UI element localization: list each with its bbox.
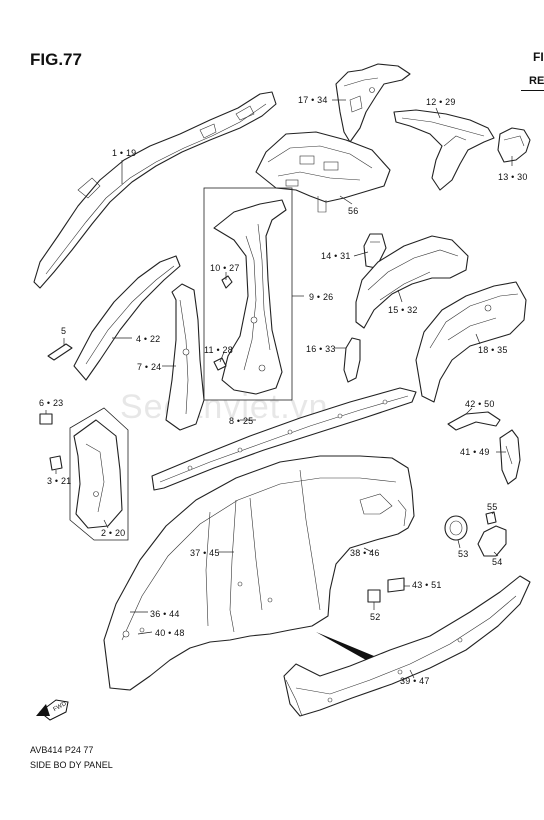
- pad-part-52: [367, 589, 381, 603]
- fuel-filler-lid-part-54: [477, 525, 507, 557]
- watermark: Sedanviet.vn: [120, 388, 329, 426]
- callout-9-26: 9 • 26: [309, 292, 334, 302]
- callout-41-49: 41 • 49: [460, 447, 490, 457]
- callout-56: 56: [348, 206, 359, 216]
- wheelhouse-bracket-part-14: [363, 233, 387, 269]
- callout-13-30: 13 • 30: [498, 172, 528, 182]
- callout-11-28: 11 • 28: [204, 345, 233, 355]
- clip-part-10: [221, 275, 233, 289]
- rear-upper-bracket-part: [335, 63, 411, 143]
- clip-part-5: [47, 343, 73, 361]
- callout-10-27: 10 • 27: [210, 263, 240, 273]
- figure-label-cut: FI: [533, 50, 544, 64]
- callout-40-48: 40 • 48: [155, 628, 185, 638]
- callout-4-22: 4 • 22: [136, 334, 161, 344]
- callout-36-44: 36 • 44: [150, 609, 180, 619]
- footer-title: SIDE BO DY PANEL: [30, 760, 113, 770]
- rear-wheelhouse-upper-part: [393, 109, 495, 191]
- callout-3-21: 3 • 21: [47, 476, 72, 486]
- body-side-outer-panel: [103, 455, 415, 691]
- callout-6-23: 6 • 23: [39, 398, 64, 408]
- rear-wheelhouse-inner-part: [355, 235, 469, 329]
- b-pillar-inner-part: [213, 199, 287, 395]
- side-sill-outer-part: [283, 575, 531, 717]
- roof-side-rail-part: [33, 91, 277, 289]
- plate-part-3: [49, 455, 63, 471]
- callout-55: 55: [487, 502, 498, 512]
- clip-part-11: [213, 357, 227, 371]
- rear-bracket-part-41: [499, 429, 521, 485]
- plate-part-6: [39, 413, 53, 425]
- callout-37-45: 37 • 45: [190, 548, 220, 558]
- rear-bracket-part-16: [343, 337, 361, 383]
- front-pillar-inner-part: [165, 283, 205, 431]
- callout-14-31: 14 • 31: [321, 251, 351, 261]
- forward-arrow-icon: [36, 699, 69, 721]
- a-pillar-upper-part: [73, 255, 181, 381]
- callout-52: 52: [370, 612, 381, 622]
- rear-wheelhouse-outer-part: [415, 281, 527, 403]
- rear-package-tray-part: [255, 131, 391, 213]
- pad-part-43: [387, 577, 405, 593]
- callout-2-20: 2 • 20: [101, 528, 126, 538]
- callout-43-51: 43 • 51: [412, 580, 442, 590]
- callout-17-34: 17 • 34: [298, 95, 328, 105]
- fuel-filler-clip-part-55: [485, 511, 497, 525]
- callout-7-24: 7 • 24: [137, 362, 162, 372]
- callout-38-46: 38 • 46: [350, 548, 380, 558]
- strip-part-42: [447, 411, 501, 431]
- callout-53: 53: [458, 549, 469, 559]
- b-pillar-group-box: [203, 187, 293, 401]
- assembly-arrow: [316, 632, 374, 660]
- front-pillar-lower-group: [69, 407, 129, 541]
- leader-lines: [45, 99, 513, 679]
- callout-5: 5: [61, 326, 67, 336]
- callout-12-29: 12 • 29: [426, 97, 456, 107]
- callout-1-19: 1 • 19: [112, 148, 137, 158]
- callout-16-33: 16 • 33: [306, 344, 336, 354]
- footer-code: AVB414 P24 77: [30, 745, 94, 755]
- reference-label-cut: RE: [529, 75, 544, 87]
- small-rear-bracket-part: [497, 127, 531, 163]
- fuel-filler-housing-part-53: [444, 515, 468, 541]
- callout-39-47: 39 • 47: [400, 676, 430, 686]
- reference-underline: [521, 90, 544, 91]
- callout-42-50: 42 • 50: [465, 399, 495, 409]
- callout-15-32: 15 • 32: [388, 305, 418, 315]
- side-sill-inner-part: [151, 387, 417, 491]
- callout-8-25: 8 • 25: [229, 416, 254, 426]
- callout-54: 54: [492, 557, 503, 567]
- callout-18-35: 18 • 35: [478, 345, 508, 355]
- figure-label: FIG.77: [30, 50, 82, 69]
